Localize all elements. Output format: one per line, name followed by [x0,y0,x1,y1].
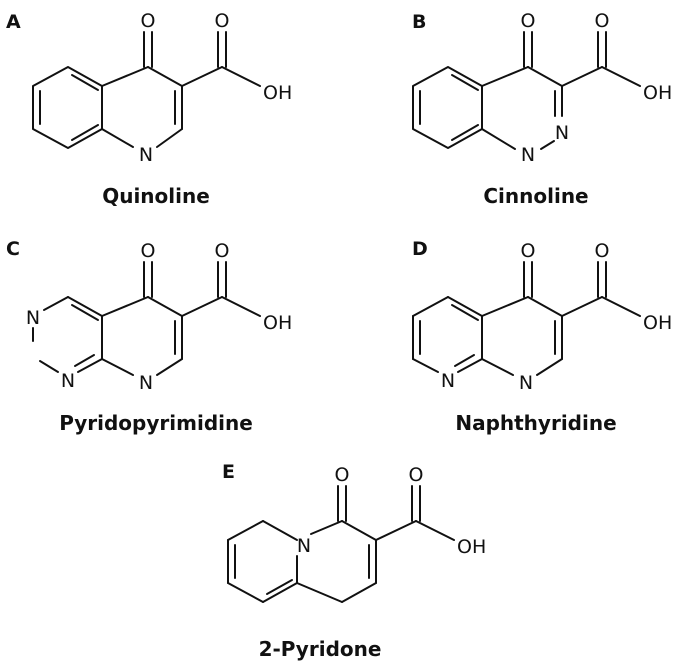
ring-nitrogen-2: N [555,122,569,144]
bonds-quinoline [32,31,261,149]
acid-oxygen: O [215,240,230,262]
acid-oxygen: O [409,464,424,486]
ring-nitrogen-3: N [26,307,40,329]
hydroxyl-group: OH [643,82,672,104]
carbonyl-oxygen: O [141,10,156,32]
carbonyl-oxygen: O [521,10,536,32]
panel-label-a: A [6,11,21,33]
carbonyl-oxygen: O [335,464,350,486]
compound-name: Naphthyridine [455,411,616,435]
compound-name: Quinoline [102,184,210,208]
panel-label-c: C [6,238,20,260]
structure-2-pyridone: E O O OH [222,461,486,661]
bonds-naphthyridine [412,261,641,376]
acid-oxygen: O [595,10,610,32]
hydroxyl-group: OH [643,312,672,334]
structure-pyridopyrimidine: C O O OH N N [6,238,292,435]
bonds-pyridopyrimidine [32,261,261,376]
bonds-2-pyridone [227,485,455,603]
structure-naphthyridine: D O O OH N N Naphth [412,238,672,435]
structure-cinnoline: B O O OH N N Cinnoline [412,10,672,208]
ring-nitrogen-1: N [297,535,311,557]
ring-nitrogen-1: N [521,144,535,166]
panel-label-e: E [222,461,235,483]
acid-oxygen: O [595,240,610,262]
acid-oxygen: O [215,10,230,32]
compound-name: 2-Pyridone [259,637,382,661]
bonds-cinnoline [412,31,641,150]
ring-nitrogen-1: N [139,144,153,166]
structure-quinoline: A O O OH N Quinoline [6,10,292,208]
ring-nitrogen-2: N [441,370,455,392]
ring-nitrogen-1: N [519,372,533,394]
hydroxyl-group: OH [457,536,486,558]
panel-label-b: B [412,11,426,33]
hydroxyl-group: OH [263,82,292,104]
compound-name: Pyridopyrimidine [59,411,253,435]
carbonyl-oxygen: O [141,240,156,262]
ring-nitrogen-2: N [61,370,75,392]
hydroxyl-group: OH [263,312,292,334]
ring-nitrogen-1: N [139,372,153,394]
compound-name: Cinnoline [483,184,588,208]
carbonyl-oxygen: O [521,240,536,262]
panel-label-d: D [412,238,428,260]
